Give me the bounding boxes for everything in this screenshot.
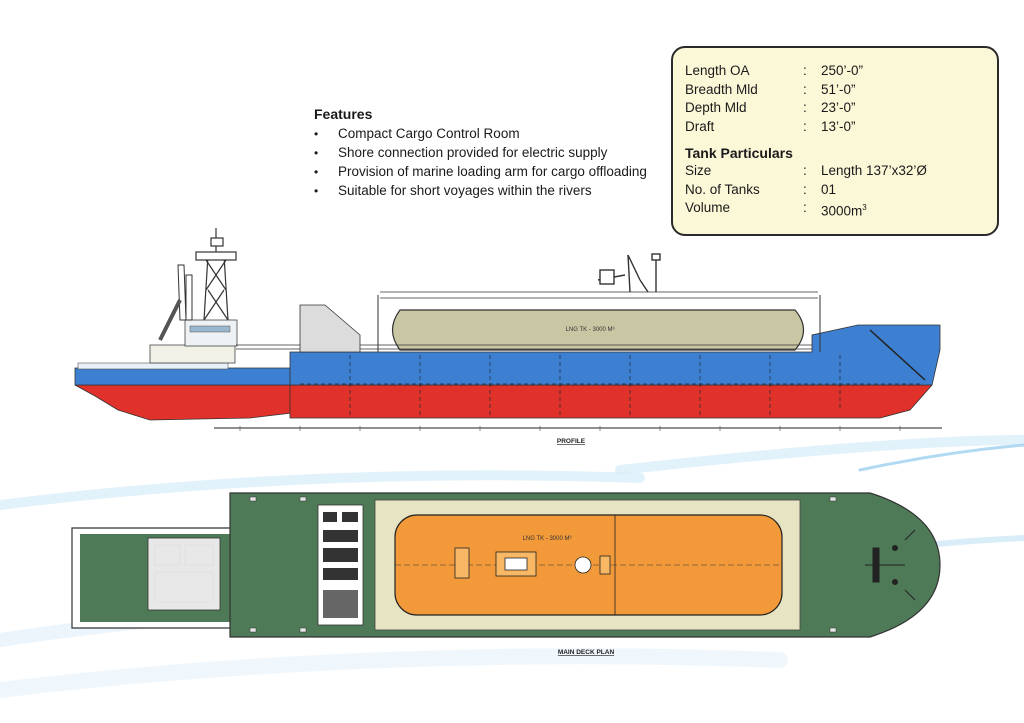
spec-label: Volume (685, 200, 731, 215)
control-room-equipment (323, 512, 358, 618)
spec-row-draft: Draft : 13’-0” (685, 118, 985, 137)
plan-caption: MAIN DECK PLAN (558, 649, 615, 656)
tug-bulwark (77, 362, 229, 370)
profile-caption: PROFILE (557, 438, 586, 445)
spec-row-breadth: Breadth Mld : 51’-0” (685, 81, 985, 100)
volume-number: 3000m (821, 203, 863, 219)
spec-separator: : (803, 118, 807, 134)
bow-fittings (865, 529, 916, 601)
barge-hull-red (289, 384, 933, 419)
cargo-control-room (299, 304, 361, 353)
spec-label: Length OA (685, 63, 750, 78)
tank-particulars-title: Tank Particulars (685, 145, 793, 161)
feature-item: Provision of marine loading arm for carg… (314, 164, 654, 180)
plan-tank-label: LNG TK - 3000 M³ (523, 536, 572, 542)
profile-scale-ticks (239, 426, 901, 431)
spec-row-length: Length OA : 250’-0” (685, 62, 985, 81)
tank-row-volume: Volume : 3000m3 (685, 199, 985, 219)
spec-label: Depth Mld (685, 100, 747, 115)
marine-loading-arm (597, 253, 661, 293)
spec-row-depth: Depth Mld : 23’-0” (685, 99, 985, 118)
profile-lng-tank (391, 309, 805, 351)
spec-separator: : (803, 63, 807, 78)
spec-value: 13’-0” (821, 118, 856, 134)
spec-value: 250’-0” (821, 63, 864, 78)
feature-item: Suitable for short voyages within the ri… (314, 183, 654, 199)
spec-value: 51’-0” (821, 81, 856, 97)
spec-separator: : (803, 81, 807, 97)
spec-separator: : (803, 181, 807, 197)
tug-deckhouse (149, 344, 236, 364)
tug-deck-details (154, 544, 214, 603)
tug-mast (195, 228, 237, 321)
wheelhouse-windows (189, 325, 231, 333)
tug-deckhouse-plan (147, 537, 221, 611)
spec-separator: : (803, 100, 807, 115)
tug-hull-red (74, 384, 301, 421)
spec-value: 3000m3 (821, 199, 985, 219)
features-section: Features Compact Cargo Control Room Shor… (314, 106, 654, 202)
tug-exhaust-stack (158, 264, 193, 341)
feature-item: Compact Cargo Control Room (314, 126, 654, 142)
tank-saddle-lines (377, 295, 821, 352)
specifications-box: Length OA : 250’-0” Breadth Mld : 51’-0”… (671, 46, 999, 236)
deck-edge-bitts (249, 496, 837, 633)
features-title: Features (314, 106, 373, 122)
profile-view: LNG TK - 3000 M³ PROFILE (74, 228, 942, 445)
spec-value: Length 137’x32’Ø (821, 163, 927, 178)
tank-fittings (454, 547, 611, 579)
volume-unit-superscript: 3 (862, 203, 867, 212)
spec-label: Size (685, 163, 712, 178)
spec-label: No. of Tanks (685, 181, 760, 197)
spec-label: Breadth Mld (685, 81, 758, 97)
feature-item: Shore connection provided for electric s… (314, 145, 654, 161)
spec-value: 01 (821, 181, 837, 197)
tug-wheelhouse (184, 319, 238, 347)
tug-hull-blue (74, 367, 301, 386)
bow-ramp-line (869, 329, 926, 381)
main-deck-plan: LNG TK - 3000 M³ MAIN DECK PLAN (71, 492, 941, 656)
profile-tank-label: LNG TK - 3000 M³ (566, 327, 615, 333)
spec-separator: : (803, 163, 807, 178)
tank-row-count: No. of Tanks : 01 (685, 181, 985, 200)
hull-frame-lines (300, 355, 920, 415)
spec-separator: : (803, 200, 807, 215)
spec-label: Draft (685, 118, 715, 134)
spec-value: 23’-0” (821, 100, 856, 115)
tank-row-size: Size : Length 137’x32’Ø (685, 162, 985, 181)
barge-hull-blue (289, 324, 941, 386)
features-list: Compact Cargo Control Room Shore connect… (314, 126, 654, 199)
